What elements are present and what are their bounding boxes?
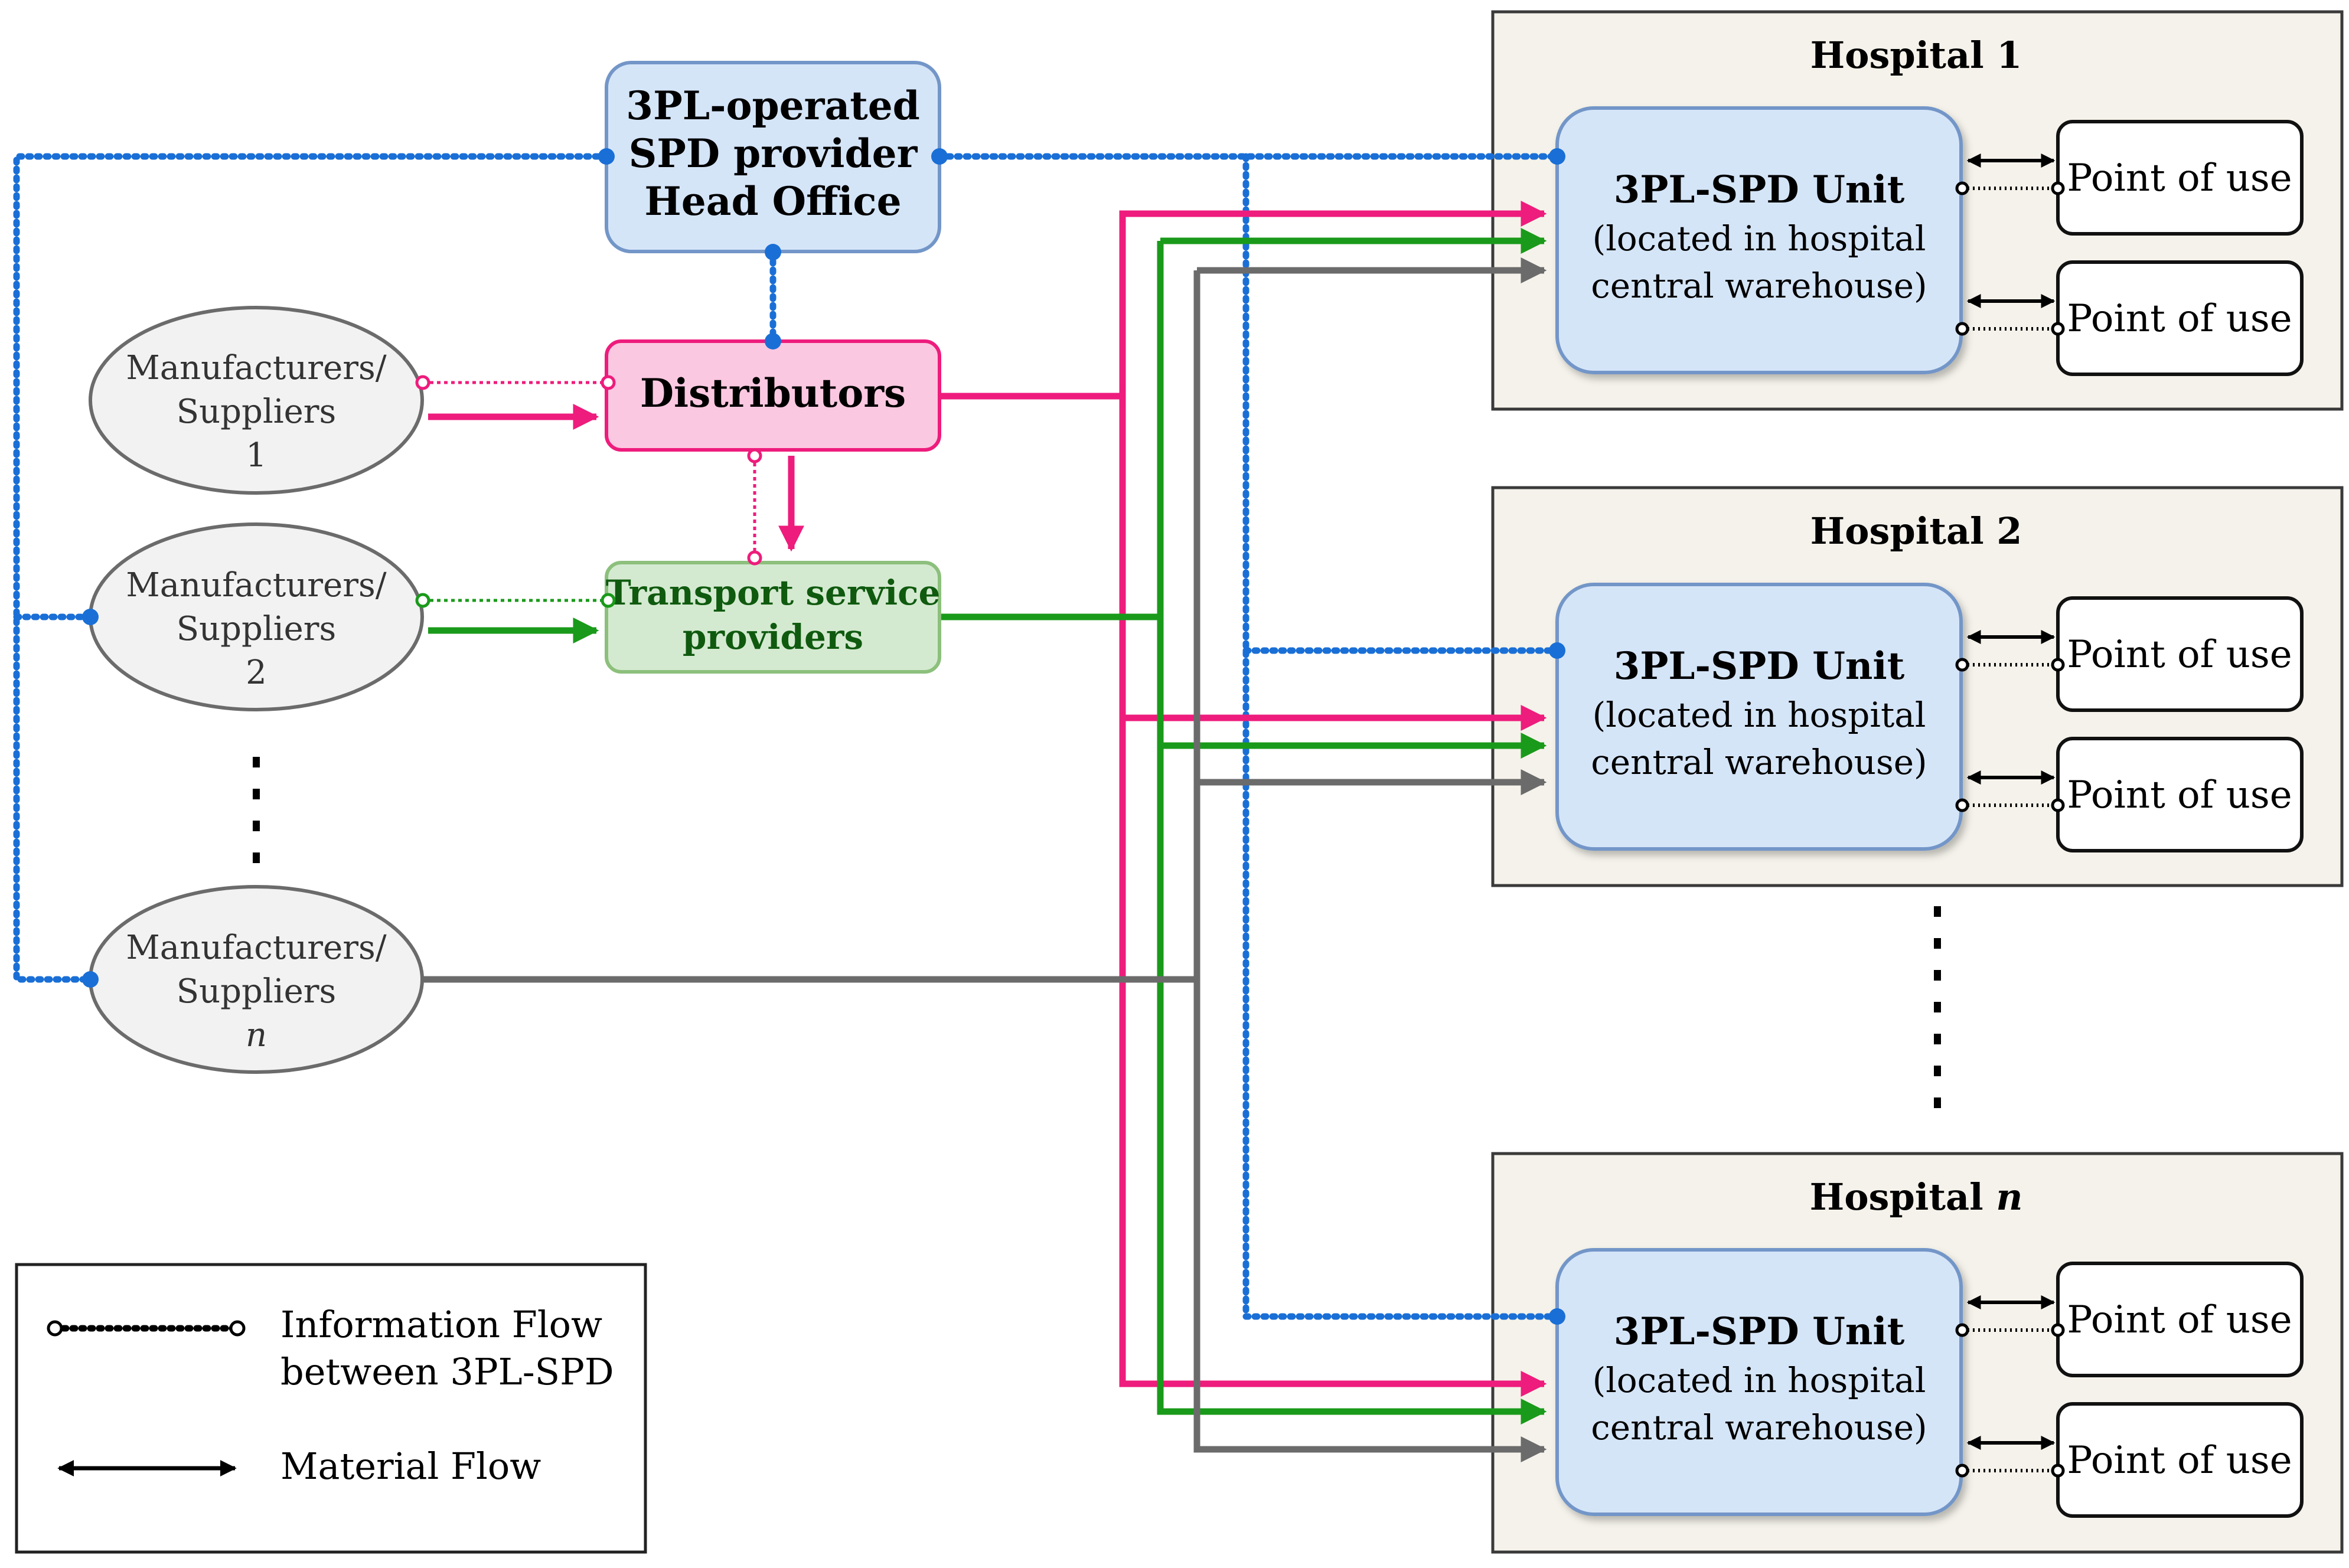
hospital-interiors: 3PL-SPD Unit (located in hospital central …	[1555, 106, 2304, 1518]
legend-box	[15, 1263, 647, 1554]
spd-unit-subtitle-2: central warehouse)	[1591, 1407, 1927, 1448]
supplier-ellipsis-dots	[253, 757, 260, 863]
dot-head-office-bottom	[765, 244, 781, 260]
information-flow-dot	[2051, 181, 2065, 195]
pink-info-lines	[423, 381, 756, 558]
transport-label-1: Transport service	[606, 573, 941, 613]
head-office-node: 3PL-operated SPD provider Head Office	[605, 61, 941, 253]
hospital-n-interior: 3PL-SPD Unit (located in hospital central …	[1555, 1248, 2304, 1518]
supplier-1-label-3: 1	[246, 436, 267, 475]
transport-label-2: providers	[683, 617, 863, 657]
supplier-n-material-lines	[423, 257, 1547, 1462]
head-office-label-3: Head Office	[644, 178, 901, 224]
head-office-label-2: SPD provider	[629, 130, 918, 177]
point-of-use-label: Point of use	[2067, 633, 2292, 677]
supplier-2-label-1: Manufacturers/	[126, 566, 386, 605]
supplier-n-label-2: Suppliers	[177, 972, 337, 1011]
dot-distributors-top	[765, 333, 781, 349]
supplier-2-label-3: 2	[246, 654, 267, 692]
dot-hospital-2-unit	[1549, 642, 1565, 659]
hospital-1-interior: 3PL-SPD Unit (located in hospital central …	[1555, 106, 2304, 376]
supplier-n-label-3: n	[246, 1016, 267, 1054]
green-connector-dots	[415, 593, 616, 608]
information-flow-dot	[1955, 1323, 1969, 1337]
distributors-node: Distributors	[605, 339, 941, 452]
spd-unit-subtitle-1: (located in hospital	[1593, 1360, 1926, 1400]
transport-material-lines	[428, 228, 1547, 1425]
legend-info-dot-right	[229, 1320, 246, 1337]
dot-head-office-right	[931, 148, 948, 165]
info-connector-dots	[82, 148, 1565, 1325]
legend-material-label: Material Flow	[280, 1445, 541, 1488]
transport-box	[605, 561, 941, 674]
information-flow-dot	[1955, 181, 1969, 195]
supplier-1-node: Manufacturers/ Suppliers 1	[89, 306, 424, 495]
supplier-2-node: Manufacturers/ Suppliers 2	[89, 522, 424, 711]
point-of-use-box	[2056, 120, 2304, 236]
hospital-ellipsis-dots	[1934, 906, 1941, 1108]
pink-connector-dots	[415, 375, 762, 566]
dot-supplier-2-left	[82, 609, 99, 625]
gray-trunk-vertical	[1193, 270, 1547, 1462]
point-of-use-box	[2056, 260, 2304, 376]
point-of-use-label: Point of use	[2067, 297, 2292, 341]
spd-unit-box	[1555, 583, 1963, 851]
pink-trunk-down	[1119, 396, 1547, 1397]
hospital-2-interior: 3PL-SPD Unit (located in hospital central …	[1555, 583, 2304, 852]
point-of-use-label: Point of use	[2067, 773, 2292, 817]
point-of-use-box	[2056, 1402, 2304, 1518]
info-line-trunk-to-hospitals	[1242, 153, 1561, 1320]
info-line-head-office-to-supplier-n	[13, 153, 610, 983]
supplier-1-label-2: Suppliers	[177, 393, 337, 431]
legend: Information Flow between 3PL-SPD Materia…	[15, 1263, 647, 1554]
dot-head-office-left	[598, 148, 615, 165]
transport-node: Transport service providers	[605, 561, 941, 674]
head-office-label-1: 3PL-operated	[626, 83, 920, 129]
information-flow-dot	[1955, 798, 1969, 812]
information-flow-dot	[2051, 1464, 2065, 1478]
point-of-use-box	[2056, 596, 2304, 712]
legend-info-dot-left	[47, 1320, 63, 1337]
point-of-use-box	[2056, 737, 2304, 852]
supplier-n-node: Manufacturers/ Suppliers n	[89, 885, 424, 1074]
information-flow-dot	[2051, 658, 2065, 672]
distributors-label: Distributors	[640, 370, 906, 416]
spd-unit-title: 3PL-SPD Unit	[1614, 168, 1905, 212]
point-of-use-box	[2056, 1262, 2304, 1377]
spd-unit-title: 3PL-SPD Unit	[1614, 644, 1905, 688]
information-flow-dot	[1955, 658, 1969, 672]
green-trunk-vertical	[1157, 241, 1547, 1425]
information-flow-dot	[2051, 798, 2065, 812]
spd-unit-subtitle-2: central warehouse)	[1591, 266, 1927, 306]
supplier-2-label-2: Suppliers	[177, 610, 337, 648]
information-flow-dot	[1955, 322, 1969, 336]
supplier-1-label-1: Manufacturers/	[126, 349, 386, 387]
information-flow-dot	[2051, 322, 2065, 336]
information-flow-lines	[13, 153, 1561, 1320]
spd-unit-subtitle-1: (located in hospital	[1593, 218, 1926, 259]
spd-unit-box	[1555, 106, 1963, 374]
hospital-n-title: Hospital n	[1810, 1175, 2023, 1219]
legend-info-label-1: Information Flow	[280, 1303, 602, 1346]
point-of-use-label: Point of use	[2067, 1298, 2292, 1342]
spd-unit-subtitle-1: (located in hospital	[1593, 695, 1926, 735]
point-of-use-label: Point of use	[2067, 1439, 2292, 1482]
dot-supplier-n-left	[82, 971, 99, 988]
spd-unit-subtitle-2: central warehouse)	[1591, 742, 1927, 782]
hospital-2-title: Hospital 2	[1810, 509, 2022, 553]
distributor-material-lines	[428, 201, 1547, 1397]
information-flow-dot	[2051, 1323, 2065, 1337]
point-of-use-label: Point of use	[2067, 156, 2292, 200]
supplier-n-label-1: Manufacturers/	[126, 929, 386, 967]
information-flow-dot	[1955, 1464, 1969, 1478]
dot-hospital-n-unit	[1549, 1308, 1565, 1325]
supplier-1-ellipse	[89, 306, 424, 495]
dot-hospital-1-unit	[1549, 148, 1565, 165]
spd-unit-title: 3PL-SPD Unit	[1614, 1309, 1905, 1354]
legend-info-label-2: between 3PL-SPD	[280, 1350, 614, 1393]
spd-unit-box	[1555, 1248, 1963, 1516]
hospital-1-title: Hospital 1	[1810, 34, 2022, 77]
